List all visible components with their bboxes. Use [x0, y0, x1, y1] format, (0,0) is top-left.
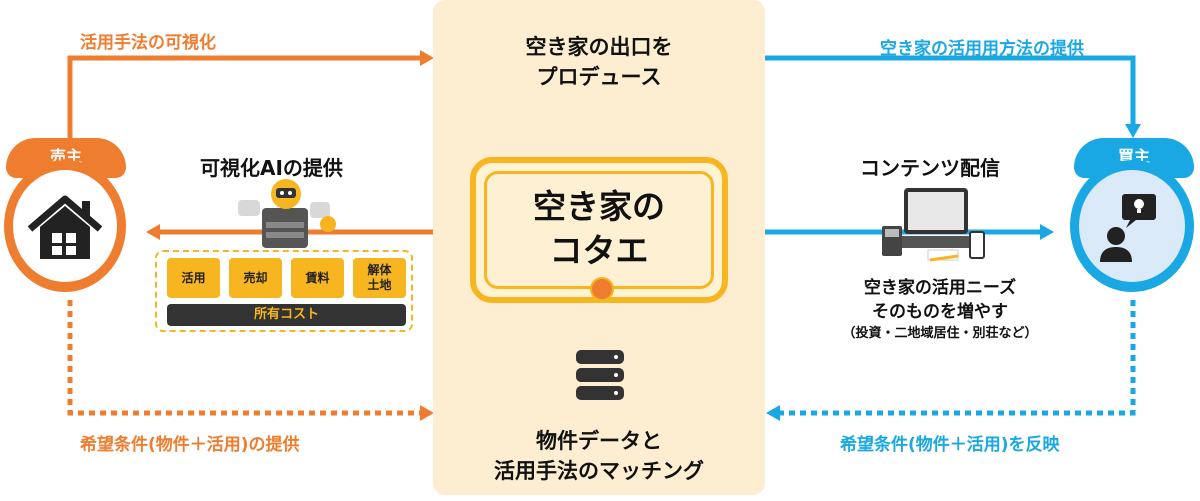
seller-top-arrow-head: [420, 50, 434, 66]
buyer-top-arrow: [765, 55, 1136, 124]
tag-katsuyou: 活用: [167, 258, 220, 298]
needs-note: （投資・二地域居住・別荘など）: [842, 326, 1038, 341]
cost-tags-box: [155, 250, 413, 332]
seller-ai-arrow-head: [146, 224, 160, 240]
produce-title-line1: 空き家の出口を: [525, 35, 673, 59]
produce-title-line2: プロデュース: [536, 65, 662, 89]
buyer-bottom-arrow-head: [766, 405, 780, 421]
database-icon: [576, 350, 624, 400]
person-idea-icon: [1100, 194, 1156, 262]
brand-line1: 空き家の: [533, 187, 665, 226]
tag-kaitai-tochi: 解体 土地: [353, 258, 406, 298]
brand-line2: コタエ: [549, 231, 649, 270]
seller-bottom-label: 希望条件(物件＋活用)の提供: [80, 435, 300, 455]
buyer-circle-inner: [1079, 170, 1185, 282]
ai-title: 可視化AIの提供: [200, 156, 343, 180]
devices-icon: [882, 188, 985, 262]
buyer-bottom-arrow: [780, 300, 1136, 416]
house-icon: [27, 195, 103, 259]
buyer-content-arrow-head: [1040, 224, 1054, 240]
needs-line1: 空き家の活用ニーズ: [863, 278, 1017, 298]
matching-line2: 活用手法のマッチング: [494, 459, 704, 483]
brand-dot: [590, 277, 614, 301]
cost-bar: 所有コスト: [167, 304, 406, 326]
matching-line1: 物件データと: [536, 429, 662, 453]
content-title: コンテンツ配信: [860, 156, 1000, 180]
tag-baikyaku: 売却: [229, 258, 282, 298]
seller-top-label: 活用手法の可視化: [80, 33, 216, 53]
seller-bottom-arrow: [67, 300, 420, 416]
matching-title: 物件データと 活用手法のマッチング: [433, 426, 765, 486]
needs-line2: そのものを増やす: [872, 302, 1008, 322]
seller-bottom-arrow-head: [420, 405, 434, 421]
brand-name: 空き家の コタエ: [476, 185, 722, 273]
buyer-top-arrow-head: [1125, 124, 1141, 138]
tag-chinryou: 賃料: [291, 258, 344, 298]
buyer-top-label: 空き家の活用用方法の提供: [880, 39, 1084, 59]
needs-text: 空き家の活用ニーズ そのものを増やす （投資・二地域居住・別荘など）: [800, 276, 1080, 344]
produce-title: 空き家の出口を プロデュース: [433, 32, 765, 92]
seller-top-arrow: [67, 55, 420, 140]
buyer-bottom-label: 希望条件(物件＋活用)を反映: [840, 435, 1060, 455]
robot-icon: [238, 179, 336, 248]
brand-box: 空き家の コタエ: [470, 157, 728, 303]
